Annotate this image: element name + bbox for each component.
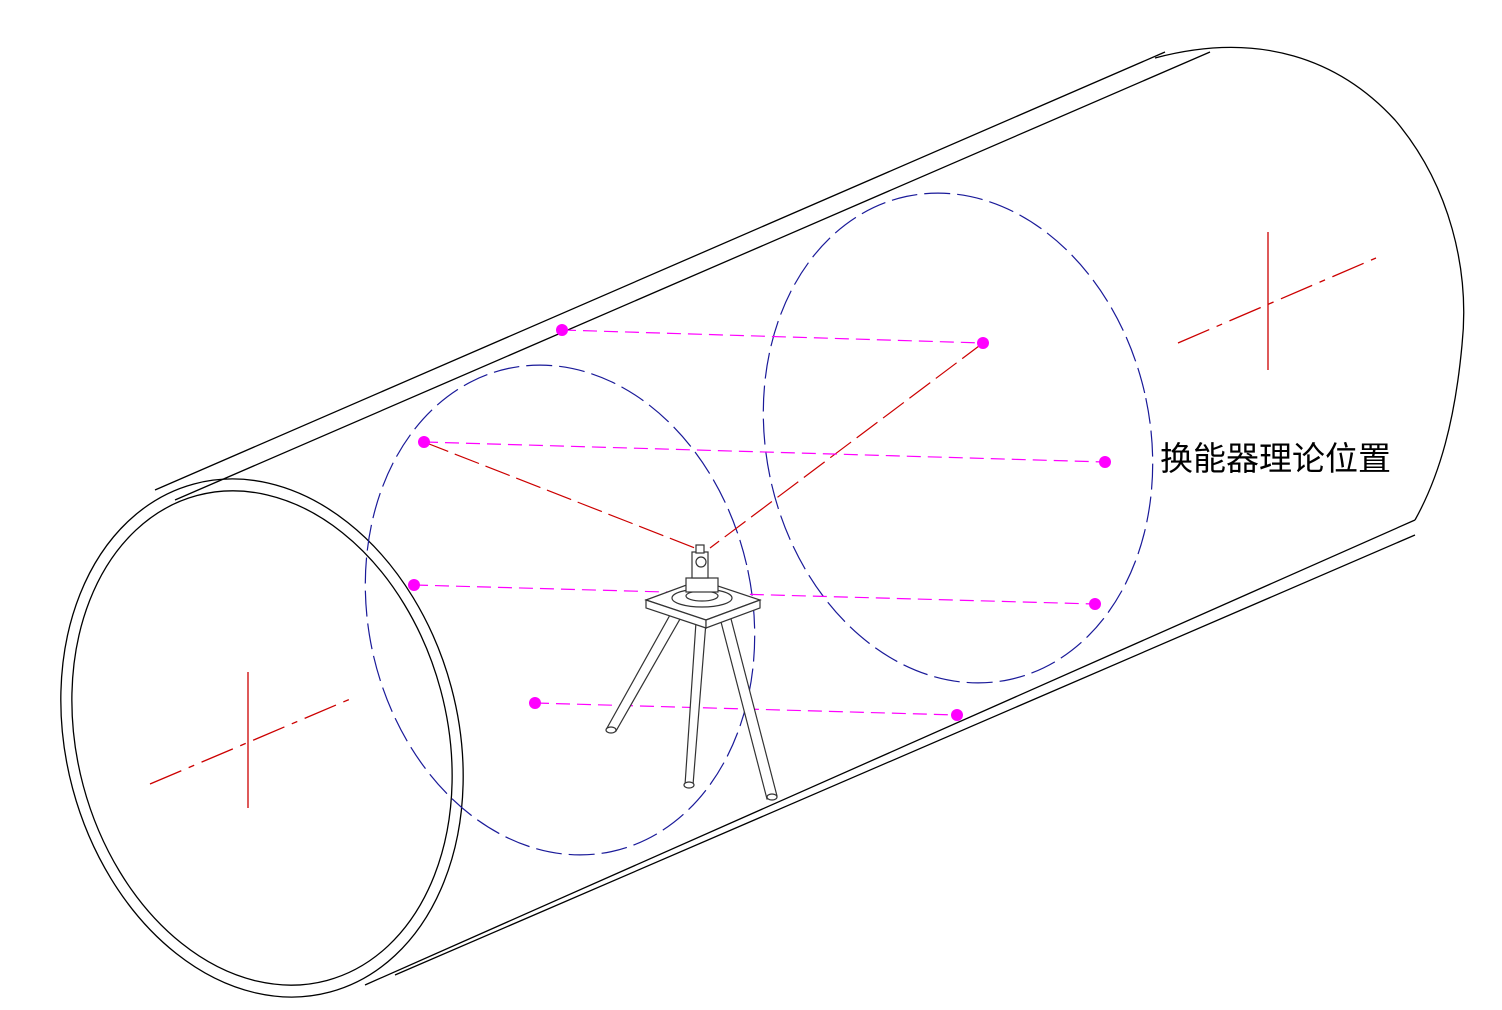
tripod-leg-right bbox=[719, 614, 778, 800]
pipe-near-end-inner-rim bbox=[71, 490, 453, 986]
section-circle-far bbox=[762, 192, 1154, 684]
transducer-point bbox=[1089, 598, 1101, 610]
pipe-near-end-outer-rim bbox=[60, 478, 464, 998]
transducer-point bbox=[1099, 456, 1111, 468]
laser-line-to-right-point bbox=[709, 342, 984, 549]
tripod-foot-center bbox=[683, 781, 695, 789]
section-circles bbox=[364, 192, 1154, 856]
pipe bbox=[60, 46, 1465, 998]
tripod-head-plate-side bbox=[705, 599, 761, 629]
transducer-point bbox=[408, 579, 420, 591]
centerlines bbox=[149, 232, 1377, 808]
laser-line-to-left-point bbox=[423, 441, 701, 551]
instrument-lens bbox=[695, 556, 707, 568]
section-circle-near bbox=[364, 364, 756, 856]
pipe-top-edge-inner bbox=[174, 51, 1211, 501]
pair-line-3 bbox=[413, 584, 1096, 605]
instrument-body bbox=[685, 577, 719, 593]
instrument-cap bbox=[695, 544, 705, 554]
far-center-axis bbox=[1177, 257, 1377, 344]
tripod-foot-right bbox=[766, 793, 778, 801]
transducer-points bbox=[408, 324, 1111, 721]
pair-line-1 bbox=[561, 329, 984, 344]
near-center-axis bbox=[149, 696, 356, 785]
transducer-pair-lines bbox=[413, 329, 1106, 716]
pipe-bottom-edge-inner bbox=[394, 534, 1416, 976]
tripod-foot-left bbox=[605, 726, 617, 734]
laser-lines bbox=[423, 342, 984, 551]
transducer-point bbox=[977, 337, 989, 349]
transducer-point bbox=[529, 697, 541, 709]
transducer-point bbox=[418, 436, 430, 448]
pair-line-2 bbox=[423, 441, 1106, 463]
transducer-point bbox=[951, 709, 963, 721]
transducer-position-label: 换能器理论位置 bbox=[1160, 439, 1391, 478]
total-station-on-tripod-icon bbox=[605, 544, 778, 801]
pipe-bottom-edge-outer bbox=[364, 519, 1416, 986]
tripod-leg-center bbox=[684, 621, 707, 786]
pipe-top-edge-outer bbox=[154, 51, 1166, 491]
pipe-far-end-outline bbox=[1154, 46, 1465, 521]
transducer-point bbox=[556, 324, 568, 336]
tripod-leg-left bbox=[606, 614, 681, 732]
